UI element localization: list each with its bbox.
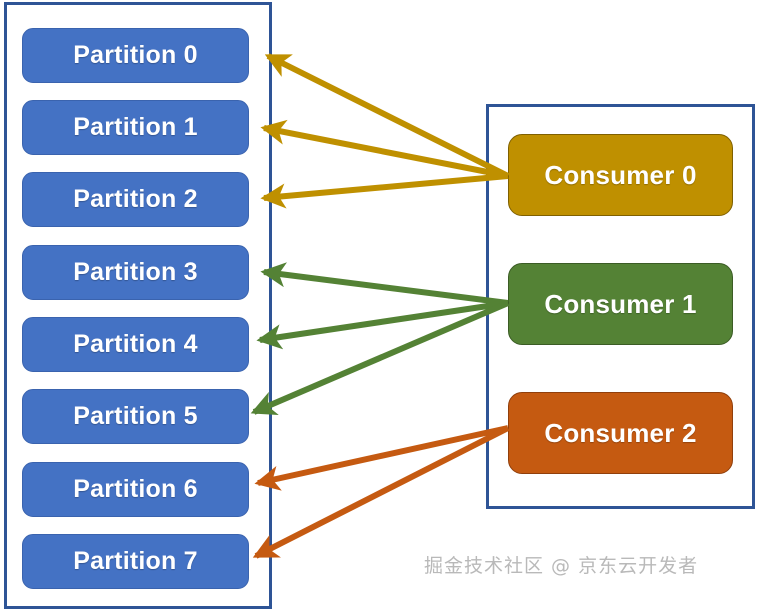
consumer-node-2[interactable]: Consumer 2 [508, 392, 733, 474]
consumer-label: Consumer 2 [544, 417, 697, 448]
arrow-consumer2-partition7 [252, 425, 510, 559]
partition-node-6[interactable]: Partition 6 [22, 462, 249, 517]
partition-label: Partition 1 [73, 113, 198, 141]
partition-label: Partition 6 [73, 475, 198, 503]
arrow-consumer0-partition2 [260, 173, 509, 209]
partition-label: Partition 2 [73, 185, 198, 213]
watermark-text: 掘金技术社区 @ 京东云开发者 [424, 555, 699, 577]
partition-node-7[interactable]: Partition 7 [22, 534, 249, 589]
partition-node-2[interactable]: Partition 2 [22, 172, 249, 227]
partition-label: Partition 0 [73, 41, 198, 69]
partition-label: Partition 4 [73, 330, 198, 358]
partition-label: Partition 3 [73, 258, 198, 286]
partition-node-1[interactable]: Partition 1 [22, 100, 249, 155]
consumer-label: Consumer 1 [544, 288, 697, 319]
arrow-consumer1-partition3 [260, 262, 509, 306]
consumer-node-1[interactable]: Consumer 1 [508, 263, 733, 345]
arrow-consumer0-partition1 [260, 119, 509, 179]
arrow-group-consumer-2 [252, 425, 510, 559]
partition-group-container [4, 2, 272, 609]
consumer-label: Consumer 0 [544, 159, 697, 190]
partition-node-3[interactable]: Partition 3 [22, 245, 249, 300]
arrow-consumer1-partition5 [250, 300, 510, 416]
arrow-group-consumer-0 [260, 53, 510, 209]
arrow-consumer2-partition6 [254, 425, 509, 491]
partition-node-4[interactable]: Partition 4 [22, 317, 249, 372]
partition-label: Partition 5 [73, 402, 198, 430]
partition-node-5[interactable]: Partition 5 [22, 389, 249, 444]
consumer-node-0[interactable]: Consumer 0 [508, 134, 733, 216]
arrow-group-consumer-1 [250, 262, 510, 416]
partition-label: Partition 7 [73, 547, 198, 575]
arrow-consumer0-partition0 [264, 53, 510, 179]
partition-node-0[interactable]: Partition 0 [22, 28, 249, 83]
arrow-consumer1-partition4 [256, 300, 509, 350]
